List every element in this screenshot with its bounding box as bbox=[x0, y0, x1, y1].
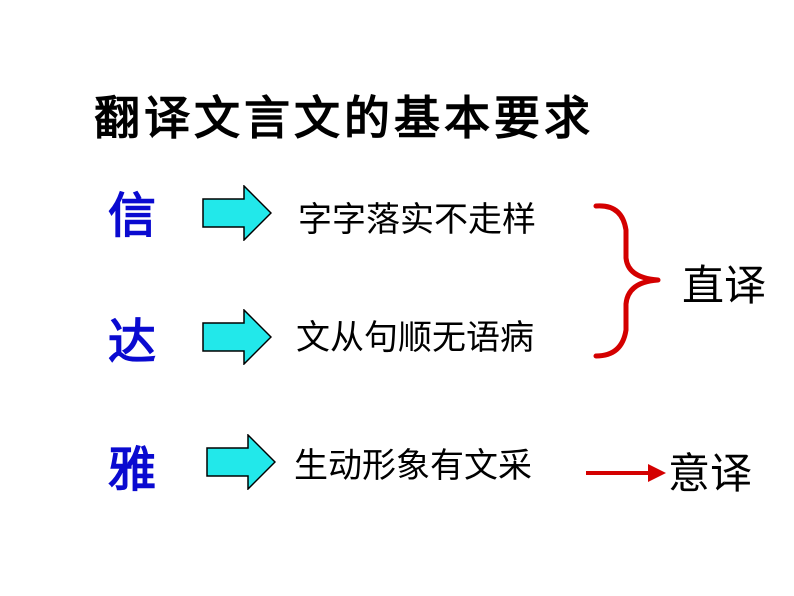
description-ya: 生动形象有文采 bbox=[294, 446, 532, 486]
principle-ya: 雅 bbox=[108, 442, 157, 498]
description-xin: 字字落实不走样 bbox=[298, 200, 536, 240]
right-arrow-icon bbox=[206, 434, 276, 490]
literal-translation-label: 直译 bbox=[682, 261, 767, 310]
free-translation-label: 意译 bbox=[668, 449, 753, 498]
principle-da: 达 bbox=[108, 314, 157, 370]
principle-xin: 信 bbox=[108, 188, 157, 244]
description-da: 文从句顺无语病 bbox=[296, 318, 534, 358]
red-right-arrow-icon bbox=[586, 464, 666, 482]
right-arrow-icon bbox=[202, 185, 272, 241]
curly-bracket-icon bbox=[593, 203, 661, 359]
right-arrow-icon bbox=[202, 309, 272, 365]
slide-title: 翻译文言文的基本要求 bbox=[94, 91, 594, 145]
